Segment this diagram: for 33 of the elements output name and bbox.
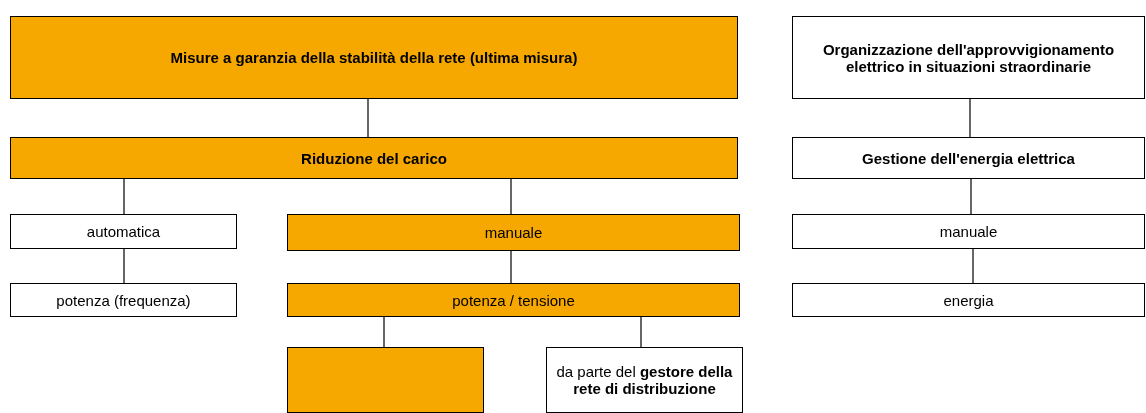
process-box — [792, 283, 1145, 317]
connector-line — [123, 178, 125, 215]
highlighted-box — [10, 137, 738, 179]
process-box — [10, 283, 237, 317]
highlighted-box — [287, 283, 740, 317]
connector-line — [972, 248, 974, 284]
process-box — [792, 214, 1145, 249]
box-label: manuale — [484, 224, 543, 241]
box-label: potenza / tensione — [452, 291, 575, 309]
connector-line — [969, 98, 971, 138]
box-label: da parte del gestore della rete di distribuzione — [555, 363, 734, 397]
process-box — [546, 347, 743, 413]
connector-line — [123, 248, 125, 284]
connector-line — [383, 316, 385, 348]
box-label: potenza (frequenza) — [56, 291, 191, 309]
highlighted-box — [287, 347, 484, 413]
connector-line — [510, 178, 512, 215]
connector-line — [970, 178, 972, 215]
box-label: manuale — [939, 223, 998, 240]
box-label: Misure a garanzia della stabilità della rete (ultima misura) — [170, 49, 578, 66]
process-box — [10, 214, 237, 249]
highlighted-box — [10, 16, 738, 99]
connector-line — [510, 250, 512, 284]
box-label: energia — [943, 291, 994, 309]
box-label: Organizzazione dell'approvvigionamento elettrico in situazioni straordinarie — [821, 40, 1116, 75]
process-box — [792, 137, 1145, 179]
connector-line — [640, 316, 642, 348]
connector-line — [367, 98, 369, 138]
box-label: Gestione dell'energia elettrica — [862, 149, 1075, 167]
process-box — [792, 16, 1145, 99]
box-label: automatica — [86, 223, 161, 240]
box-label: Riduzione del carico — [301, 149, 447, 167]
highlighted-box — [287, 214, 740, 251]
